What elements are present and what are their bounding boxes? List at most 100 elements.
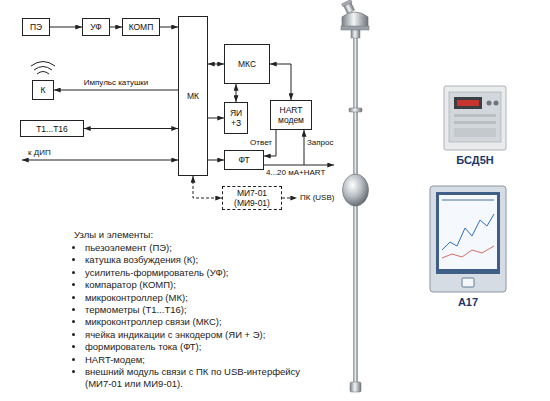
signal-line bbox=[304, 130, 305, 165]
device-name: БСД5Н bbox=[456, 154, 493, 167]
signal-line bbox=[264, 165, 334, 166]
box-label: ФТ bbox=[227, 155, 261, 165]
gland-cap bbox=[342, 0, 352, 7]
probe-rod bbox=[354, 36, 358, 388]
signal-line bbox=[282, 198, 297, 199]
device-panel bbox=[449, 92, 501, 142]
screen-header bbox=[442, 199, 494, 201]
list-text: катушка возбуждения (К); bbox=[85, 254, 198, 265]
device-stripe bbox=[454, 121, 496, 124]
signal-arrow bbox=[54, 90, 178, 91]
signal-arrow bbox=[110, 27, 122, 28]
list-item: термометры (Т1...Т16); bbox=[85, 304, 323, 316]
list-text: микроконтроллер связи (МКС); bbox=[85, 316, 222, 327]
usb-module-box: МИ7-01 (МИ9-01) bbox=[222, 186, 282, 210]
device-screen bbox=[439, 195, 497, 269]
level-probe bbox=[341, 0, 369, 392]
probe-end bbox=[350, 382, 361, 392]
current-box: ФТ bbox=[224, 150, 264, 170]
list-text: термометры (Т1...Т16); bbox=[85, 304, 187, 315]
controller-box: МК bbox=[178, 16, 208, 176]
list-item: ячейка индикации с энкодером (ЯИ + Э); bbox=[85, 329, 323, 341]
list-text: формирователь тока (ФТ); bbox=[85, 341, 201, 352]
list-item: формирователь тока (ФТ); bbox=[85, 341, 323, 353]
signal-arrow bbox=[270, 64, 291, 100]
device-frame bbox=[430, 186, 506, 292]
terminal-row bbox=[454, 128, 496, 137]
float-ball bbox=[343, 174, 369, 206]
signal-arrow bbox=[193, 176, 222, 198]
device-bezel bbox=[436, 192, 500, 274]
bsd-device bbox=[444, 86, 506, 150]
list-text: HART-модем; bbox=[85, 354, 145, 365]
device-display bbox=[454, 97, 482, 109]
display-digits bbox=[457, 100, 479, 106]
signal-name: ПК (USB) bbox=[300, 193, 334, 203]
edge-label: Импульс катушки bbox=[83, 78, 150, 88]
box-label: МИ7-01 (МИ9-01) bbox=[225, 188, 279, 208]
signal-arrow bbox=[236, 84, 237, 102]
device-button bbox=[487, 101, 492, 106]
list-title: Узлы и элементы: bbox=[74, 229, 153, 241]
comm-controller-box: МКС bbox=[224, 44, 270, 84]
signal-arrow bbox=[208, 64, 224, 65]
list-text: усилитель-формирователь (УФ); bbox=[85, 267, 228, 278]
probe-head-base bbox=[341, 26, 369, 30]
box-label: КОМП bbox=[125, 22, 157, 32]
cable-gland bbox=[342, 0, 356, 14]
box-label: УФ bbox=[85, 22, 107, 32]
list-item: микроконтроллер связи (МКС); bbox=[85, 316, 323, 328]
signal-arrow bbox=[160, 27, 178, 28]
signal-arrow bbox=[208, 160, 224, 161]
box-label: HART модем bbox=[273, 105, 309, 125]
wave-arc bbox=[37, 72, 49, 75]
box-label: ПЭ bbox=[25, 22, 47, 32]
box-label: МК bbox=[181, 91, 205, 101]
list-text: пьезоэлемент (ПЭ); bbox=[85, 242, 172, 253]
signal-line bbox=[22, 160, 178, 161]
edge-label: Ответ bbox=[249, 138, 273, 148]
stop-ring bbox=[349, 108, 362, 112]
display-cell-box: ЯИ +З bbox=[224, 102, 248, 134]
list-item: пьезоэлемент (ПЭ); bbox=[85, 242, 323, 254]
coil-box: К bbox=[32, 80, 54, 100]
box-label: МКС bbox=[227, 59, 267, 69]
wave-arc bbox=[34, 67, 52, 71]
device-name: А17 bbox=[458, 296, 478, 309]
a17-device bbox=[430, 186, 506, 292]
signal-arrow bbox=[84, 128, 178, 129]
list-text: ячейка индикации с энкодером (ЯИ + Э); bbox=[85, 329, 265, 340]
element-list: пьезоэлемент (ПЭ);катушка возбуждения (К… bbox=[74, 242, 323, 391]
device-body bbox=[444, 86, 506, 150]
comparator-box: КОМП bbox=[122, 18, 160, 36]
box-label: К bbox=[35, 85, 51, 95]
signal-arrow bbox=[50, 27, 82, 28]
amplifier-box: УФ bbox=[82, 18, 110, 36]
signal-arrow bbox=[208, 118, 224, 119]
list-item: внешний модуль связи с ПК по USB-интерфе… bbox=[85, 366, 323, 391]
list-item: компаратор (КОМП); bbox=[85, 279, 323, 291]
list-item: HART-модем; bbox=[85, 354, 323, 366]
signal-name: 4...20 мА+HART bbox=[266, 168, 325, 178]
list-item: микроконтроллер (МК); bbox=[85, 292, 323, 304]
box-label: ЯИ +З bbox=[227, 108, 245, 128]
list-item: катушка возбуждения (К); bbox=[85, 254, 323, 266]
signal-name: к ДИП bbox=[28, 148, 51, 158]
device-stripe bbox=[454, 114, 496, 117]
list-text: компаратор (КОМП); bbox=[85, 279, 176, 290]
probe-head bbox=[342, 12, 368, 29]
modem-box: HART модем bbox=[270, 100, 312, 130]
box-label: Т1...Т16 bbox=[23, 124, 81, 134]
signal-name: Запрос bbox=[307, 138, 334, 148]
list-text: внешний модуль связи с ПК по USB-интерфе… bbox=[85, 366, 300, 389]
screen-graph bbox=[442, 246, 494, 258]
sensor-box: ПЭ bbox=[22, 18, 50, 36]
thermometer-box: Т1...Т16 bbox=[20, 120, 84, 137]
screen-graph bbox=[442, 214, 494, 250]
list-text: микроконтроллер (МК); bbox=[85, 292, 188, 303]
device-button bbox=[494, 101, 499, 106]
wave-symbol bbox=[31, 62, 55, 75]
list-item: усилитель-формирователь (УФ); bbox=[85, 267, 323, 279]
device-key bbox=[462, 278, 474, 287]
